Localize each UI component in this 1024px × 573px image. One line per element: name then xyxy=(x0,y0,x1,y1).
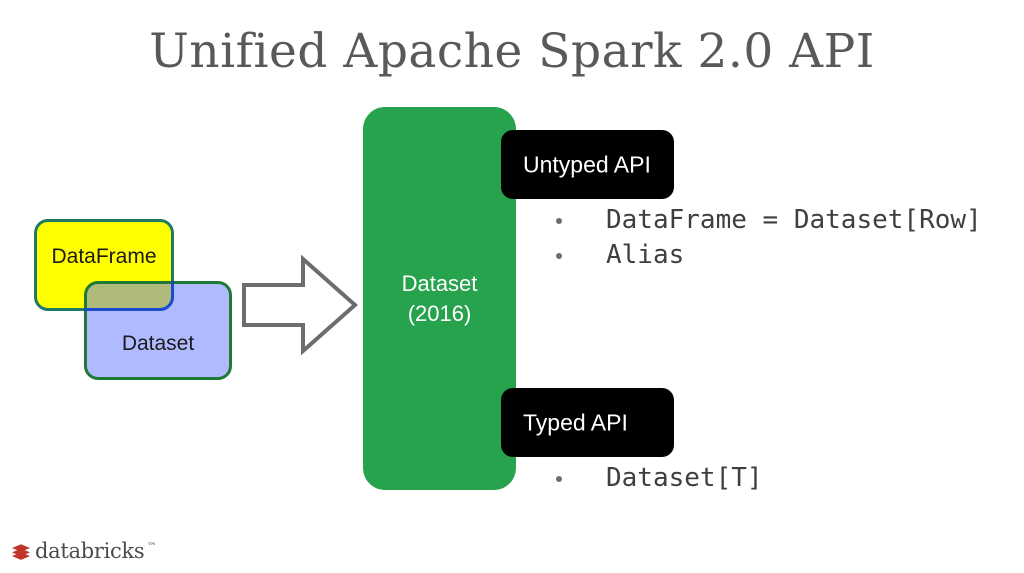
list-item: DataFrame = Dataset[Row] xyxy=(544,203,982,238)
list-item-label: Dataset[T] xyxy=(606,463,763,493)
untyped-api-pill-label: Untyped API xyxy=(523,151,651,177)
page-title: Unified Apache Spark 2.0 API xyxy=(149,24,875,79)
list-item: Dataset[T] xyxy=(544,461,763,496)
databricks-stacked-layers-icon xyxy=(12,544,30,560)
unified-dataset-column-label: Dataset (2016) xyxy=(363,269,516,329)
databricks-logo: databricks ™ xyxy=(10,539,156,563)
list-item-label: DataFrame = Dataset[Row] xyxy=(606,205,982,235)
typed-api-pill-label: Typed API xyxy=(523,409,628,435)
dataframe-shape: DataFrame xyxy=(34,219,174,311)
dataframe-shape-label: DataFrame xyxy=(51,245,157,268)
list-item-label: Alias xyxy=(606,240,685,270)
bullet-dot-icon xyxy=(556,253,562,259)
dataset-shape: Dataset xyxy=(84,281,232,380)
typed-api-pill: Typed API xyxy=(501,388,674,457)
untyped-api-pill: Untyped API xyxy=(501,130,674,199)
unified-dataset-title: Dataset xyxy=(401,271,478,296)
bullet-dot-icon xyxy=(556,218,562,224)
list-item: Alias xyxy=(544,238,982,273)
databricks-wordmark: databricks xyxy=(35,539,145,563)
bullet-dot-icon xyxy=(556,476,562,482)
trademark-symbol: ™ xyxy=(147,542,157,552)
right-block-arrow-icon xyxy=(242,255,359,355)
dataset-shape-label: Dataset xyxy=(121,332,195,355)
typed-api-bullet-list: Dataset[T] xyxy=(544,461,763,496)
unified-dataset-year: (2016) xyxy=(407,301,472,326)
untyped-api-bullet-list: DataFrame = Dataset[Row] Alias xyxy=(544,203,982,273)
unified-dataset-column: Dataset (2016) xyxy=(363,107,516,490)
